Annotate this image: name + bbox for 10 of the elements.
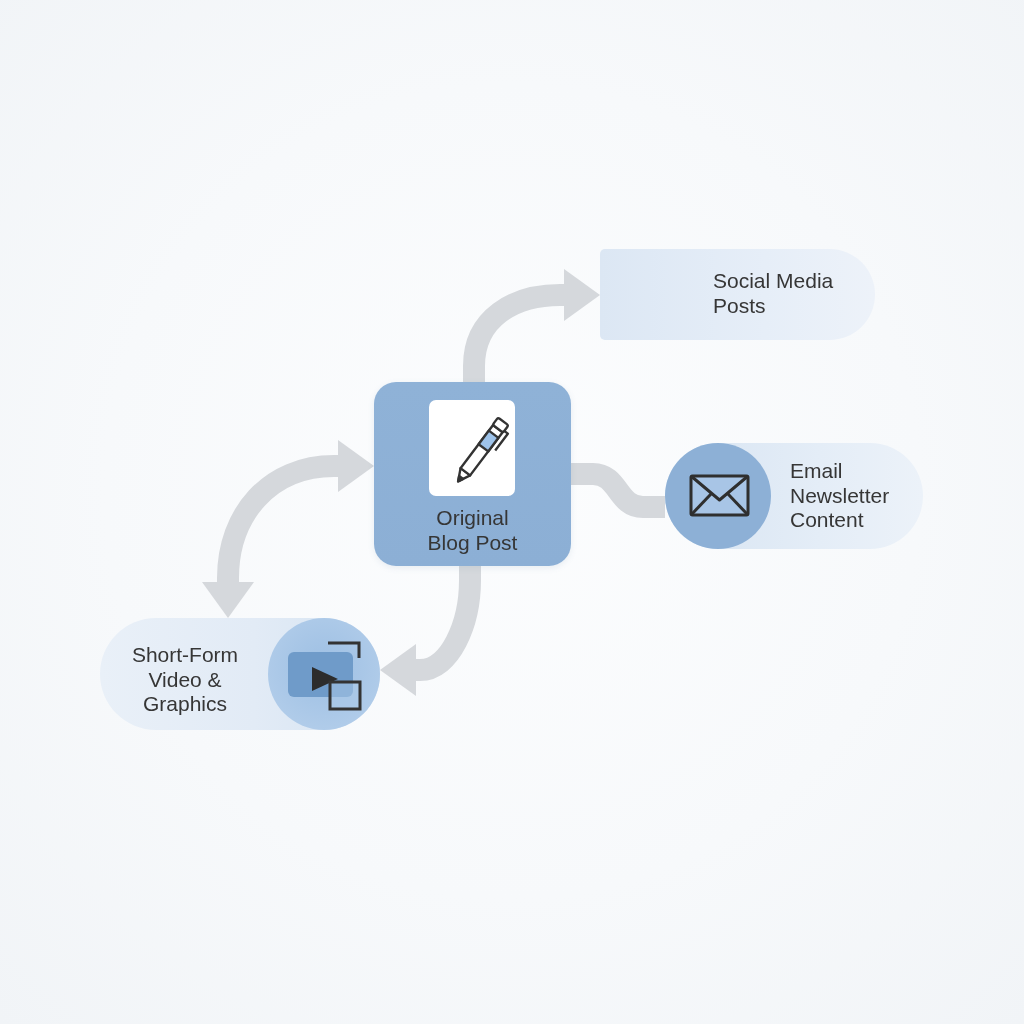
pill-node bbox=[600, 249, 875, 340]
node-label: Social Media Posts bbox=[713, 269, 835, 318]
curved-arrow bbox=[463, 269, 600, 382]
wavy-connector bbox=[571, 463, 665, 518]
hub-card bbox=[374, 382, 571, 566]
node-label: Email Newsletter Content bbox=[790, 459, 891, 533]
double-headed-arrow bbox=[202, 440, 374, 618]
node-label: Short-Form Video & Graphics bbox=[130, 643, 240, 717]
node-label: Original Blog Post bbox=[426, 506, 519, 555]
curved-arrow bbox=[380, 566, 481, 696]
